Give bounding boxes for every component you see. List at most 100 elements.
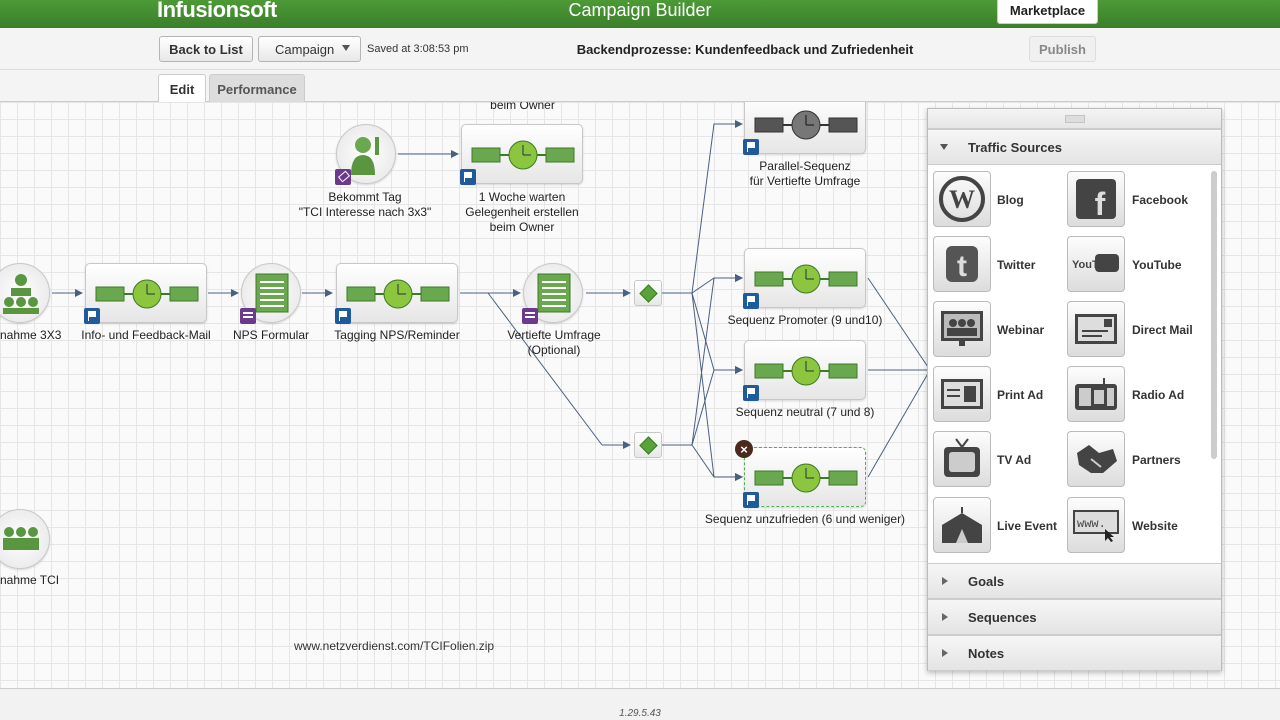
back-to-list-button[interactable]: Back to List (159, 36, 253, 62)
teilnahme-3x3-node[interactable] (0, 263, 50, 323)
url-note: www.netzverdienst.com/TCIFolien.zip (294, 639, 495, 653)
wait-sequence-label-line1: 1 Woche warten (478, 190, 566, 204)
section-goals-label: Goals (968, 574, 1005, 589)
tile-radio-ad[interactable] (1067, 366, 1125, 422)
tile-partners-label: Partners (1132, 453, 1181, 467)
wait-sequence-node[interactable] (460, 124, 583, 185)
info-feedback-mail-node[interactable] (84, 263, 207, 324)
section-sequences[interactable]: Sequences (928, 599, 1221, 635)
wordpress-icon: W (939, 176, 985, 222)
tile-webinar-label: Webinar (997, 323, 1045, 337)
tagging-nps-node[interactable] (335, 263, 458, 324)
vertiefte-umfrage-label-line1: Vertiefte Umfrage (507, 328, 601, 342)
tab-bar: Edit Performance (0, 70, 1280, 104)
meeting-icon (3, 527, 39, 550)
section-notes[interactable]: Notes (928, 635, 1221, 671)
tile-tv-ad[interactable] (933, 431, 991, 487)
tile-partners[interactable] (1067, 431, 1125, 487)
decision-node-upper[interactable] (634, 280, 662, 306)
tag-node-label: Bekommt Tag "TCI Interesse nach 3x3" (295, 190, 435, 220)
radio-icon (1075, 378, 1117, 410)
tile-print-ad[interactable] (933, 366, 991, 422)
tab-performance[interactable]: Performance (209, 74, 305, 103)
sequence-timer-icon (754, 110, 858, 140)
tile-print-ad-label: Print Ad (997, 388, 1044, 402)
tile-radio-ad-label: Radio Ad (1132, 388, 1185, 402)
tagging-nps-label: Tagging NPS/Reminder (334, 328, 460, 342)
svg-text:W: W (949, 185, 975, 214)
nps-form-node[interactable] (240, 263, 301, 324)
info-feedback-mail-label: Info- und Feedback-Mail (81, 328, 211, 342)
sequence-timer-icon (346, 279, 450, 309)
sequence-timer-icon (471, 140, 575, 170)
parallel-sequence-label-line1: Parallel-Sequenz (759, 159, 851, 173)
panel-drag-handle[interactable] (928, 109, 1221, 129)
website-logo-text: www. (1077, 517, 1106, 531)
svg-text:f: f (1095, 186, 1106, 219)
neutral-sequence-label: Sequenz neutral (7 und 8) (735, 405, 875, 419)
marketplace-button[interactable]: Marketplace (997, 0, 1098, 24)
flag-icon (84, 308, 100, 324)
chevron-down-icon (940, 144, 948, 150)
youtube-icon: YouTube (1072, 254, 1119, 272)
tile-blog[interactable]: W (933, 171, 991, 227)
wait-sequence-label: 1 Woche warten Gelegenheit erstellen bei… (452, 190, 592, 235)
tag-node[interactable] (335, 124, 396, 185)
campaign-menu-button[interactable]: Campaign (258, 36, 361, 62)
facebook-icon: f (1076, 179, 1116, 219)
connection-lines (52, 120, 931, 481)
tile-twitter[interactable]: t (933, 236, 991, 292)
flag-icon (743, 293, 759, 309)
publish-button[interactable]: Publish (1029, 36, 1096, 62)
tile-youtube-label: YouTube (1132, 258, 1182, 272)
nps-form-label: NPS Formular (232, 328, 309, 342)
promoter-sequence-node[interactable] (743, 248, 866, 309)
tile-live-event-label: Live Event (997, 519, 1058, 533)
panel-scrollbar[interactable] (1211, 171, 1217, 459)
campaign-name[interactable]: Backendprozesse: Kundenfeedback und Zufr… (576, 42, 914, 57)
section-goals[interactable]: Goals (928, 563, 1221, 599)
section-notes-label: Notes (968, 646, 1005, 661)
tent-icon (942, 507, 982, 543)
neutral-sequence-node[interactable] (743, 340, 866, 401)
vertiefte-umfrage-label-line2: (Optional) (527, 343, 581, 357)
node-label-top-owner: beim Owner (490, 102, 555, 112)
sequence-timer-icon (754, 463, 858, 493)
tile-website[interactable]: www. (1067, 497, 1125, 553)
app-title: Campaign Builder (568, 0, 712, 20)
website-icon: www. (1073, 510, 1119, 542)
person-tag-icon (351, 137, 379, 175)
chevron-down-icon (342, 45, 350, 51)
chevron-right-icon (942, 649, 948, 657)
flag-icon (743, 139, 759, 155)
toolbar: Back to List Campaign Saved at 3:08:53 p… (0, 28, 1280, 70)
chevron-right-icon (942, 577, 948, 585)
section-traffic-sources-label: Traffic Sources (968, 140, 1062, 155)
decision-node-lower[interactable] (634, 432, 662, 458)
teilnahme-tci-node[interactable] (0, 509, 50, 569)
teilnahme-tci-label: nahme TCI (0, 573, 60, 587)
unzufrieden-sequence-node[interactable] (743, 447, 866, 508)
grip-icon (1065, 115, 1085, 123)
tile-webinar[interactable] (933, 301, 991, 357)
tile-facebook[interactable]: f (1067, 171, 1125, 227)
wait-sequence-label-line3: beim Owner (489, 220, 555, 234)
brand-logo: Infusionsoft (157, 0, 277, 22)
vertiefte-umfrage-node[interactable] (522, 263, 583, 324)
tag-node-label-line2: "TCI Interesse nach 3x3" (298, 205, 432, 219)
sequence-timer-icon (754, 356, 858, 386)
form-badge-icon (522, 308, 538, 324)
tile-youtube[interactable]: YouTube (1067, 236, 1125, 292)
tab-edit[interactable]: Edit (158, 74, 206, 104)
tile-direct-mail-label: Direct Mail (1132, 323, 1193, 337)
remove-node-icon[interactable]: × (735, 440, 753, 458)
section-traffic-sources[interactable]: Traffic Sources (928, 129, 1221, 165)
top-bar: Infusionsoft Campaign Builder Marketplac… (0, 0, 1280, 28)
chevron-right-icon (942, 613, 948, 621)
tile-direct-mail[interactable] (1067, 301, 1125, 357)
flag-icon (460, 169, 476, 185)
flag-icon (335, 308, 351, 324)
tile-live-event[interactable] (933, 497, 991, 553)
form-icon (537, 273, 571, 313)
parallel-sequence-node[interactable] (743, 102, 866, 155)
